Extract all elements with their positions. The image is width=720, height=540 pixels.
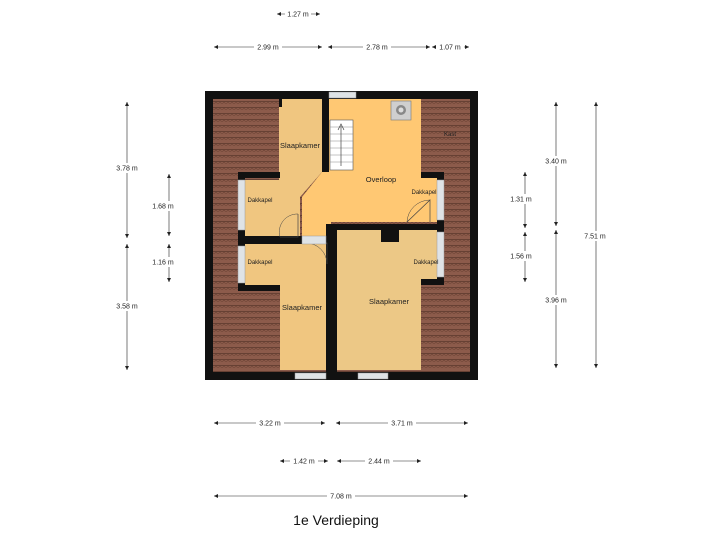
- room-slaapkamer-bottom-right: [337, 230, 437, 370]
- dimension-ticks: [125, 12, 598, 498]
- dim-top-2a: 2.99 m: [257, 45, 279, 52]
- dakkapel-windows: [237, 179, 445, 284]
- label-kast: Kast: [444, 132, 456, 138]
- dim-right-inner-bottom: 1.56 m: [510, 254, 532, 261]
- dim-bottom-3: 7.08 m: [330, 494, 352, 501]
- dim-right-outer: 7.51 m: [584, 234, 606, 241]
- dim-right-mid-top: 3.40 m: [545, 159, 567, 166]
- label-slaapkamer-bottom-left: Slaapkamer: [282, 303, 323, 312]
- dim-right-inner-top: 1.31 m: [510, 197, 532, 204]
- dakkapel-left-top-area: [245, 180, 280, 237]
- dim-top-2b: 2.78 m: [366, 45, 388, 52]
- dim-left-outer-bottom: 3.58 m: [116, 304, 138, 311]
- dim-bottom-1a: 3.22 m: [259, 421, 281, 428]
- label-dakkapel-left-bottom: Dakkapel: [247, 260, 272, 266]
- dim-top-1: 1.27 m: [287, 12, 309, 19]
- dim-left-outer-top: 3.78 m: [116, 166, 138, 173]
- label-dakkapel-right-top: Dakkapel: [411, 190, 436, 196]
- doors: [279, 199, 431, 265]
- label-slaapkamer-top: Slaapkamer: [280, 141, 321, 150]
- dim-bottom-2b: 2.44 m: [368, 459, 390, 466]
- dim-bottom-1b: 3.71 m: [391, 421, 413, 428]
- label-overloop: Overloop: [366, 175, 396, 184]
- dimension-labels: 1.27 m 2.99 m 2.78 m 1.07 m 3.78 m 3.58 …: [113, 9, 610, 501]
- page-title: 1e Verdieping: [293, 512, 379, 528]
- dim-bottom-2a: 1.42 m: [293, 459, 315, 466]
- dim-left-inner-bottom: 1.16 m: [152, 260, 174, 267]
- boiler-icon: [390, 100, 412, 121]
- label-dakkapel-left-top: Dakkapel: [247, 198, 272, 204]
- dim-top-2c: 1.07 m: [439, 45, 461, 52]
- label-dakkapel-right-bottom: Dakkapel: [413, 260, 438, 266]
- dim-right-mid-bottom: 3.96 m: [545, 298, 567, 305]
- label-slaapkamer-bottom-right: Slaapkamer: [369, 297, 410, 306]
- stairs: [329, 119, 354, 171]
- exterior-windows: [294, 91, 389, 380]
- dakkapel-left-bottom-area: [245, 244, 280, 285]
- dim-left-inner-top: 1.68 m: [152, 204, 174, 211]
